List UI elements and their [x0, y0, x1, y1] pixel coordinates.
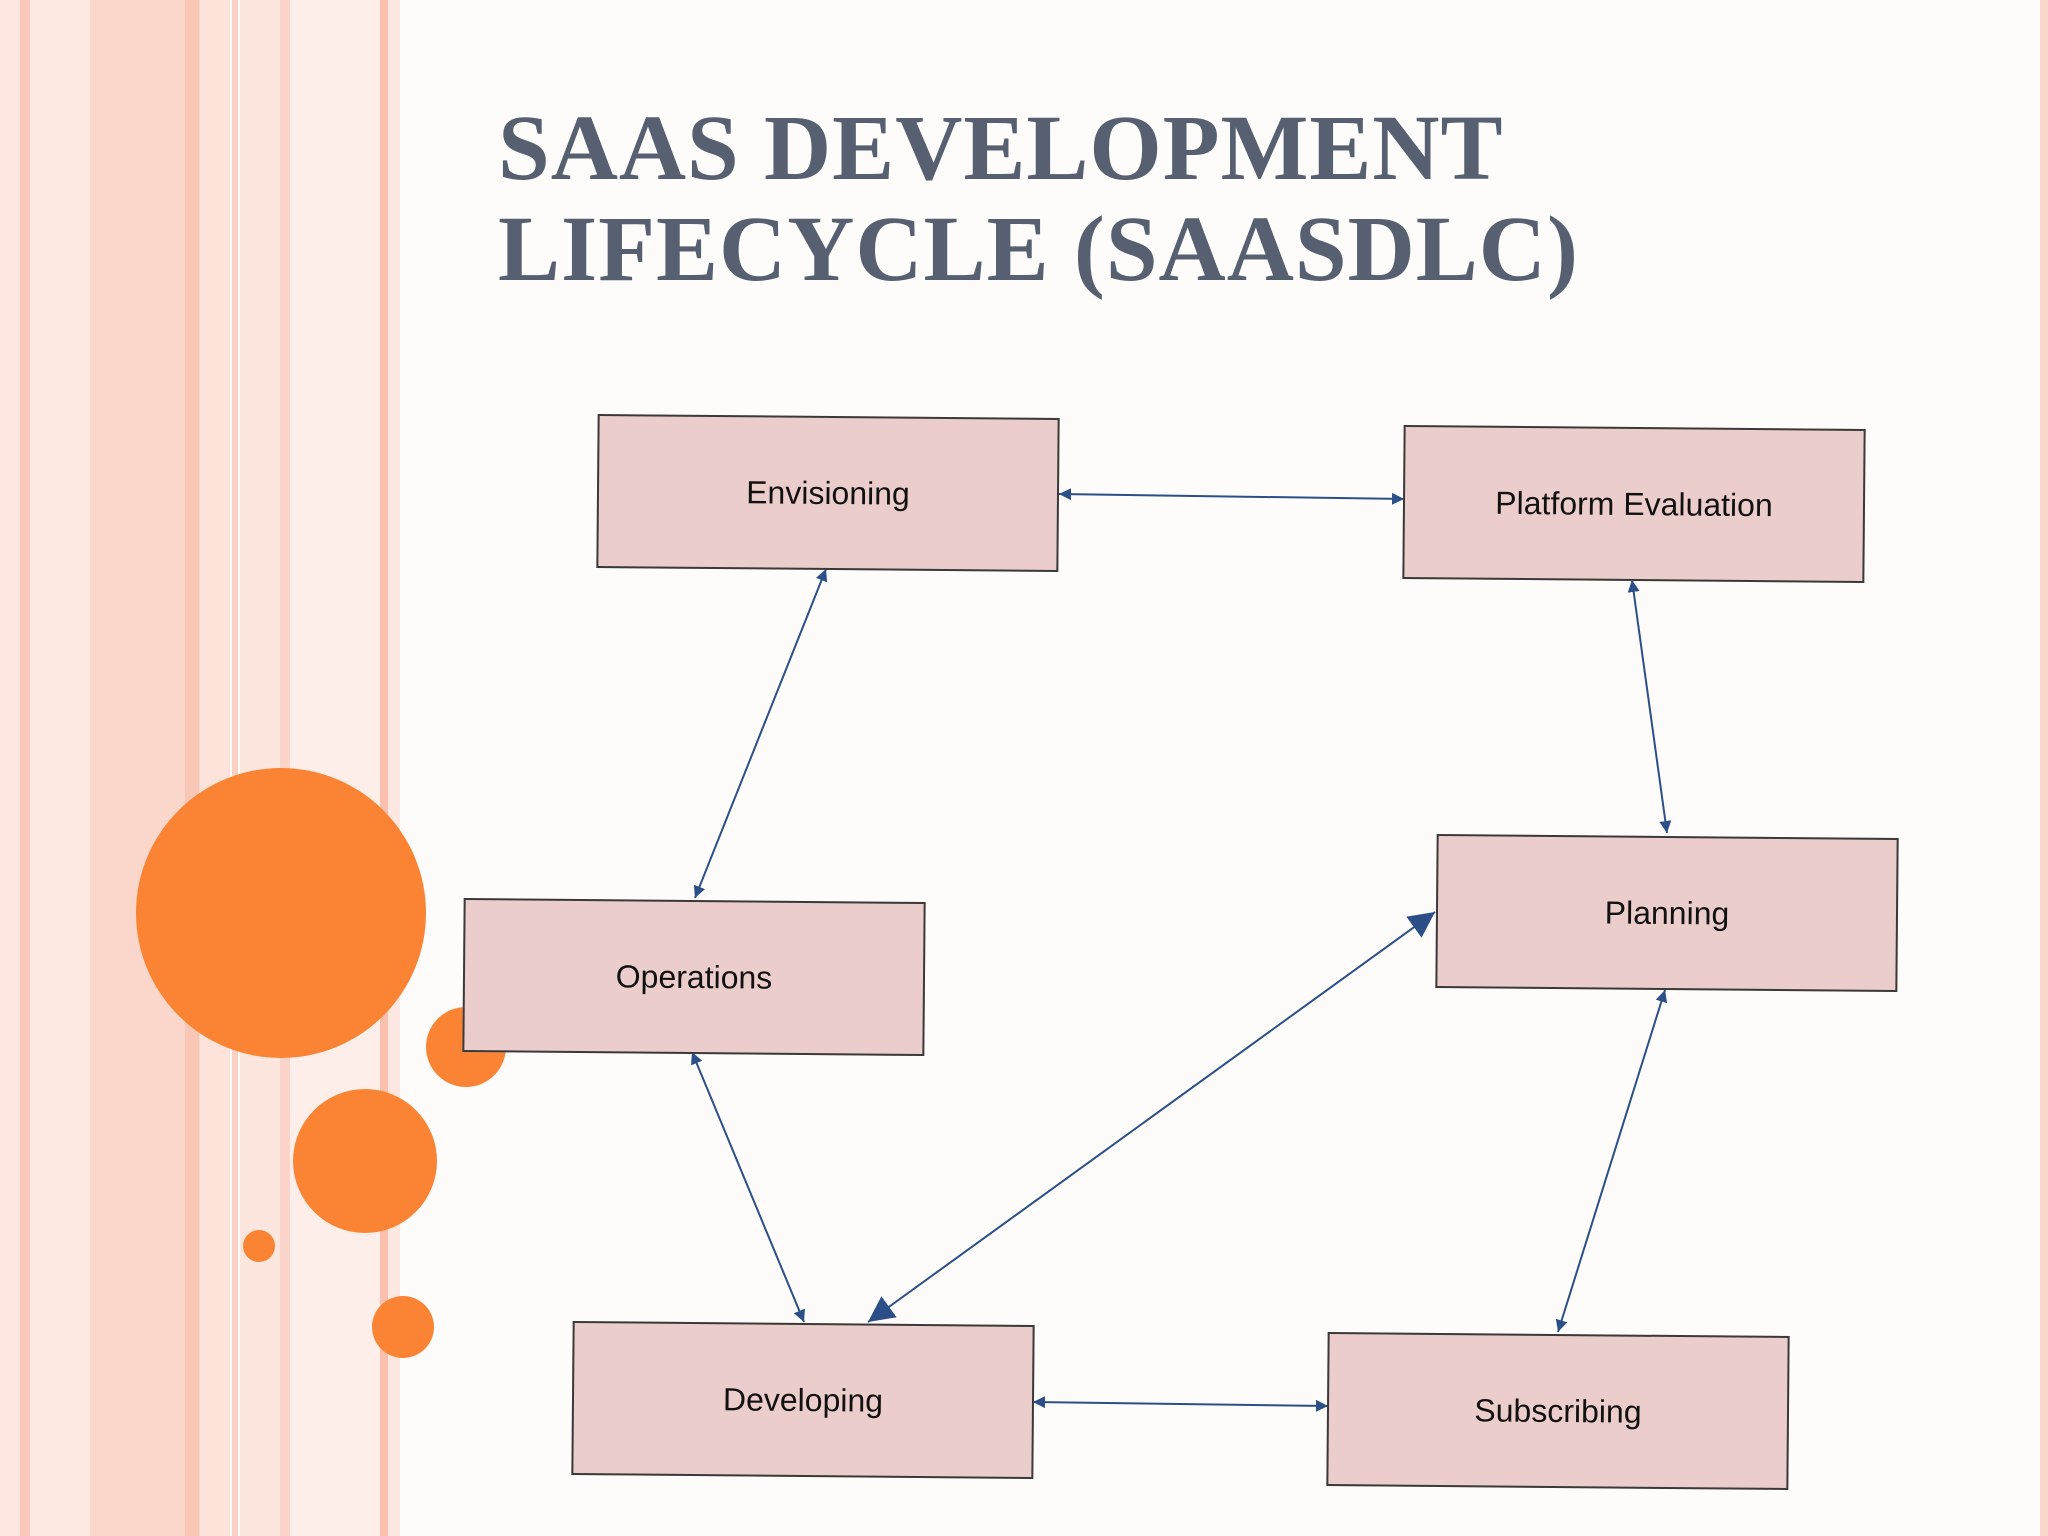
node-label-subscribing: Subscribing — [1474, 1391, 1642, 1430]
right-edge-stripe — [2040, 0, 2048, 1536]
decorative-circle-large — [136, 768, 426, 1058]
title-line-2: LIFECYCLE (SAASDLC) — [498, 198, 1579, 301]
node-envisioning: Envisioning — [596, 413, 1060, 573]
title-line-1: SAAS DEVELOPMENT — [498, 97, 1504, 200]
node-developing: Developing — [571, 1320, 1035, 1480]
arrow-planning-developing — [867, 911, 1436, 1323]
node-label-operations: Operations — [615, 957, 773, 996]
decorative-stripes — [0, 0, 400, 1536]
arrow-platform-planning — [1627, 579, 1672, 834]
node-planning: Planning — [1435, 833, 1899, 993]
node-label-planning: Planning — [1604, 893, 1730, 932]
arrow-envisioning-platform — [1058, 488, 1405, 505]
node-label-developing: Developing — [722, 1380, 884, 1419]
node-subscribing: Subscribing — [1326, 1331, 1790, 1491]
arrow-planning-subscribing — [1555, 989, 1668, 1333]
arrow-envisioning-operations — [693, 568, 828, 899]
decorative-circle-tiny — [243, 1230, 275, 1262]
arrow-operations-developing — [691, 1051, 805, 1323]
node-label-envisioning: Envisioning — [746, 473, 910, 512]
node-operations: Operations — [462, 897, 926, 1057]
decorative-circle-medium — [293, 1089, 437, 1233]
node-label-platform-evaluation: Platform Evaluation — [1495, 484, 1773, 523]
node-platform-evaluation: Platform Evaluation — [1402, 424, 1866, 584]
slide-title: SAAS DEVELOPMENT LIFECYCLE (SAASDLC) — [498, 98, 1798, 300]
arrow-developing-subscribing — [1032, 1396, 1329, 1412]
decorative-circle-small — [372, 1296, 434, 1358]
